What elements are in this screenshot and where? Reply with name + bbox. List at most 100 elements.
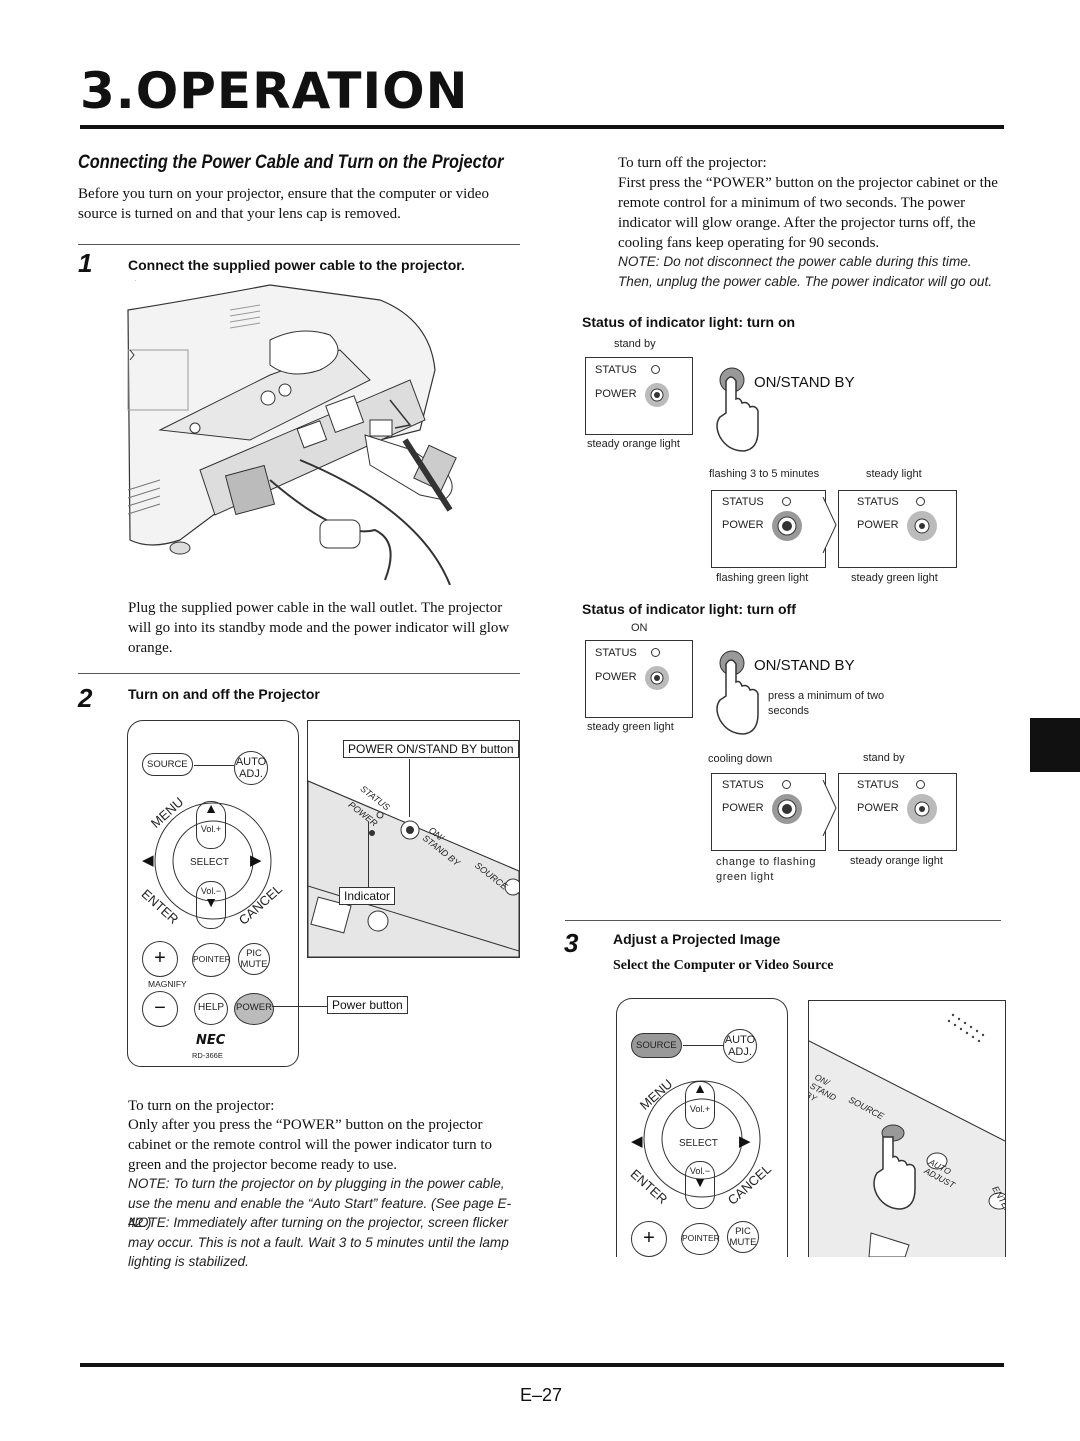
remote-pointer-button[interactable]: POINTER — [192, 943, 231, 977]
power-label: POWER — [722, 519, 764, 531]
off-standby-caption: stand by — [863, 752, 905, 764]
step2-number: 2 — [78, 683, 93, 713]
remote-vol-plus: Vol.+ — [200, 824, 222, 834]
press-minimum-caption: press a minimum of two seconds — [768, 690, 885, 717]
remote-down-button[interactable]: Vol.−▼ — [685, 1161, 715, 1209]
callout-indicator: Indicator — [339, 887, 396, 905]
remote-pointer-button[interactable]: POINTER — [681, 1223, 720, 1255]
callout-power-line — [272, 1006, 327, 1007]
callout-standby-line — [409, 759, 410, 817]
power-label: POWER — [857, 519, 899, 531]
page-title: 3.OPERATION — [80, 62, 469, 120]
indicator-panel-flashing-green: STATUS POWER — [711, 490, 826, 568]
remote-source-button[interactable]: SOURCE — [142, 753, 193, 776]
power-led-flashing-icon — [772, 511, 802, 541]
turn-on-text: Only after you press the “POWER” button … — [128, 1117, 493, 1173]
power-label: POWER — [857, 802, 899, 814]
on-standby-button-label: ON/STAND BY — [754, 657, 855, 674]
remote-brand-logo: NEC — [196, 1033, 226, 1048]
step3-subtitle: Select the Computer or Video Source — [613, 958, 834, 973]
turn-off-title: To turn off the projector: — [618, 155, 767, 171]
footer-rule — [80, 1363, 1004, 1367]
remote-left-button[interactable]: ◀ — [142, 853, 154, 869]
status-label: STATUS — [595, 364, 637, 376]
status-led-icon — [916, 780, 925, 789]
remote-down-button[interactable]: Vol.−▼ — [196, 881, 226, 929]
remote-plus-button[interactable]: + — [142, 941, 178, 977]
panel-drawing — [809, 1013, 1005, 1257]
intro-text: Before you turn on your projector, ensur… — [78, 186, 489, 222]
callout-power-button: Power button — [327, 996, 408, 1014]
remote-vol-minus: Vol.− — [200, 886, 222, 896]
remote-right-button[interactable]: ▶ — [250, 853, 262, 869]
remote-select-label[interactable]: SELECT — [190, 857, 229, 868]
remote-minus-button[interactable]: − — [142, 991, 178, 1027]
remote-auto-label: AUTO — [235, 756, 267, 768]
remote-vol-plus: Vol.+ — [689, 1104, 711, 1114]
remote-up-button[interactable]: ▲Vol.+ — [685, 1081, 715, 1129]
note-turn-off: NOTE: Do not disconnect the power cable … — [618, 254, 993, 289]
remote-source-auto-line — [683, 1045, 723, 1046]
power-led-steady-icon — [907, 794, 937, 824]
remote-magnify-label: MAGNIFY — [148, 979, 187, 989]
remote-help-button[interactable]: HELP — [194, 993, 228, 1025]
power-label: POWER — [595, 671, 637, 683]
indicator-panel-cooling: STATUS POWER — [711, 773, 826, 851]
power-label: POWER — [595, 388, 637, 400]
cooling-down-caption: cooling down — [708, 753, 773, 765]
status-label: STATUS — [595, 647, 637, 659]
status-label: STATUS — [722, 496, 764, 508]
step3-number: 3 — [564, 928, 579, 958]
plug-text: Plug the supplied power cable in the wal… — [128, 600, 510, 656]
step3-rule — [565, 920, 1001, 921]
power-led-icon — [645, 666, 669, 690]
remote-pic-label: PIC — [735, 1226, 751, 1237]
power-led-steady-icon — [907, 511, 937, 541]
remote-mute-label: MUTE — [240, 959, 268, 970]
indicator-panel-standby: STATUS POWER — [585, 357, 693, 435]
remote-right-button[interactable]: ▶ — [739, 1134, 751, 1150]
turn-off-text: First press the “POWER” button on the pr… — [618, 175, 998, 251]
remote-left-button[interactable]: ◀ — [631, 1134, 643, 1150]
status-label: STATUS — [857, 496, 899, 508]
step1-title: Connect the supplied power cable to the … — [128, 257, 465, 273]
status-led-icon — [651, 365, 660, 374]
remote-dpad — [154, 802, 272, 920]
remote-plus-button[interactable]: + — [631, 1221, 667, 1257]
callout-indicator-line — [368, 822, 369, 887]
remote-mute-label: MUTE — [729, 1237, 757, 1248]
remote-source-button-highlighted[interactable]: SOURCE — [631, 1033, 682, 1058]
indicator-panel-standby-final: STATUS POWER — [838, 773, 957, 851]
turn-on-title: To turn on the projector: — [128, 1098, 275, 1114]
note-flicker: NOTE: Immediately after turning on the p… — [128, 1215, 509, 1269]
remote-model: RD-366E — [192, 1051, 223, 1060]
callout-power-standby: POWER ON/STAND BY button — [343, 740, 519, 758]
step1-rule — [78, 244, 520, 245]
power-led-icon — [645, 383, 669, 407]
on-steady-orange-caption: steady orange light — [587, 438, 680, 450]
flashing-green-caption: flashing green light — [716, 572, 809, 584]
status-led-icon — [782, 497, 791, 506]
remote-up-button[interactable]: ▲Vol.+ — [196, 801, 226, 849]
remote-dpad — [643, 1080, 761, 1198]
remote-source-auto-line — [194, 765, 234, 766]
header-rule — [80, 125, 1004, 129]
remote-select-label[interactable]: SELECT — [679, 1138, 718, 1149]
remote-auto-label: AUTO — [724, 1034, 756, 1046]
on-standby-button-label: ON/STAND BY — [754, 374, 855, 391]
projector-panel-closeup: STATUS POWER ON/ STAND BY SOURCE — [307, 720, 520, 958]
remote-power-button[interactable]: POWER — [234, 993, 274, 1025]
projector-source-closeup: ON/ STAND BY SOURCE AUTO ADJUST ENTER — [808, 1000, 1006, 1257]
power-label: POWER — [722, 802, 764, 814]
status-off-title: Status of indicator light: turn off — [582, 601, 796, 617]
section-title: Connecting the Power Cable and Turn on t… — [78, 152, 504, 173]
on-standby-caption: stand by — [614, 338, 656, 350]
off-on-caption: ON — [631, 622, 648, 634]
step2-rule — [78, 673, 520, 674]
